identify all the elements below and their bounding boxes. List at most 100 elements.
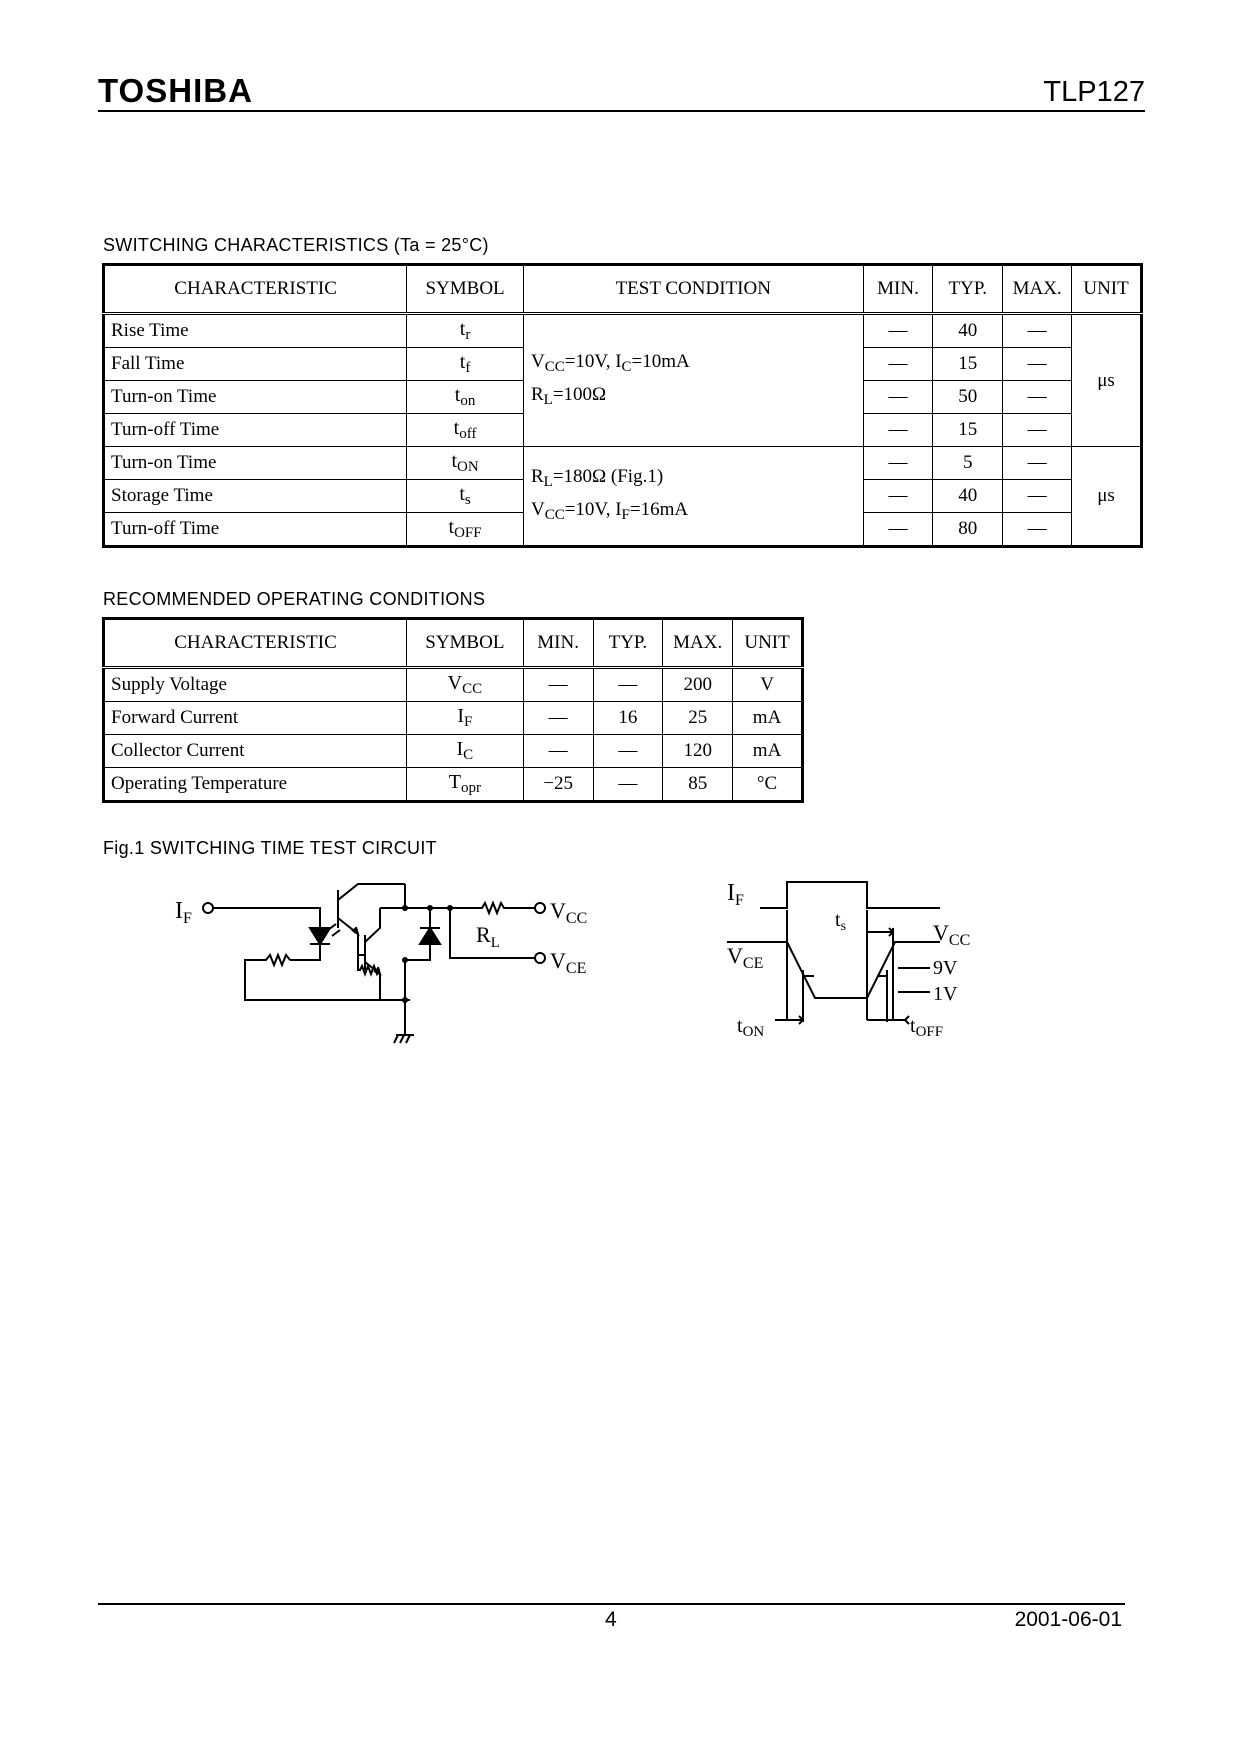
table-header: CHARACTERISTIC SYMBOL TEST CONDITION MIN…: [102, 264, 1142, 314]
timing-if-label: IF: [727, 880, 744, 909]
col-header: MAX.: [662, 618, 734, 668]
figure-title: Fig.1 SWITCHING TIME TEST CIRCUIT: [103, 838, 437, 858]
ground-icon: [393, 1034, 414, 1044]
timing-vce-label: VCE: [727, 943, 763, 972]
switching-table: CHARACTERISTIC SYMBOL TEST CONDITION MIN…: [102, 263, 1143, 548]
vcc-terminal: [534, 902, 546, 914]
ton-arrow: [775, 1015, 805, 1025]
col-header: UNIT: [732, 618, 803, 668]
level-lines: [898, 967, 930, 993]
table-row: Forward Current IF — 16 25 mA: [103, 701, 803, 735]
load-resistor: [450, 900, 535, 916]
col-header: MIN.: [862, 264, 934, 314]
max-cell: —: [1002, 413, 1073, 447]
min-cell: —: [862, 479, 934, 513]
timing-ts-label: ts: [835, 909, 846, 934]
table-row: Collector Current IC — — 120 mA: [103, 734, 803, 768]
symbol-cell: IC: [405, 734, 524, 768]
max-cell: —: [1002, 479, 1073, 513]
ton-marker: [802, 970, 814, 1022]
circuit-rl-label: RL: [476, 922, 500, 951]
typ-cell: 15: [932, 347, 1004, 381]
unit-cell: μs: [1071, 313, 1142, 447]
typ-cell: 5: [932, 446, 1004, 480]
toff-marker: [877, 970, 888, 1022]
typ-cell: —: [592, 734, 664, 768]
min-cell: —: [862, 413, 934, 447]
min-cell: —: [522, 734, 594, 768]
footer-rule: [98, 1603, 1125, 1605]
unit-cell: °C: [732, 767, 803, 802]
max-cell: 120: [662, 734, 734, 768]
table-row: Storage Time ts — 40 —: [102, 479, 1142, 513]
typ-cell: 16: [592, 701, 664, 735]
typ-cell: 40: [932, 479, 1004, 513]
typ-cell: 40: [932, 313, 1004, 348]
col-header: SYMBOL: [406, 264, 524, 314]
test-condition-1: VCC=10V, IC=10mA RL=100Ω: [522, 313, 864, 447]
typ-cell: 50: [932, 380, 1004, 414]
part-number: TLP127: [1043, 76, 1145, 108]
vce-waveform: [727, 941, 940, 999]
input-terminal: [202, 902, 214, 914]
max-cell: 85: [662, 767, 734, 802]
characteristic-cell: Storage Time: [102, 479, 408, 513]
col-header: SYMBOL: [405, 618, 524, 668]
min-cell: −25: [522, 767, 594, 802]
symbol-cell: toff: [406, 413, 524, 447]
symbol-cell: VCC: [405, 667, 524, 702]
timing-ton-label: tON: [737, 1015, 764, 1040]
symbol-cell: IF: [405, 701, 524, 735]
transistor-icon: [337, 883, 370, 955]
circuit-vce-label: VCE: [550, 948, 586, 977]
led-icon: [290, 923, 341, 961]
table-row: Turn-off Time tOFF — 80 —: [102, 512, 1142, 547]
timing-1v-label: 1V: [933, 983, 958, 1005]
header-rule: [98, 110, 1145, 112]
characteristic-cell: Collector Current: [103, 734, 407, 768]
test-circuit-diagram: IF: [175, 883, 587, 1044]
characteristic-cell: Turn-off Time: [102, 413, 408, 447]
table-row: Fall Time tf — 15 —: [102, 347, 1142, 381]
base-resistor: [357, 955, 380, 977]
circuit-if-label: IF: [175, 898, 192, 927]
recommended-table: CHARACTERISTIC SYMBOL MIN. TYP. MAX. UNI…: [102, 617, 804, 803]
switching-title: SWITCHING CHARACTERISTICS (Ta = 25°C): [103, 235, 489, 255]
unit-cell: mA: [732, 701, 803, 735]
col-header: UNIT: [1071, 264, 1142, 314]
characteristic-cell: Rise Time: [102, 313, 408, 348]
unit-cell: mA: [732, 734, 803, 768]
transistor-icon: [358, 883, 405, 1000]
timing-toff-label: tOFF: [910, 1015, 943, 1040]
timing-9v-label: 9V: [933, 957, 958, 979]
vce-terminal: [534, 952, 546, 964]
symbol-cell: tON: [406, 446, 524, 480]
timing-vcc-label: VCC: [933, 920, 970, 949]
col-header: MIN.: [522, 618, 594, 668]
table-header: CHARACTERISTIC SYMBOL MIN. TYP. MAX. UNI…: [103, 618, 803, 668]
max-cell: 25: [662, 701, 734, 735]
symbol-cell: Topr: [405, 767, 524, 802]
characteristic-cell: Turn-on Time: [102, 380, 408, 414]
max-cell: 200: [662, 667, 734, 702]
table-row: Rise Time tr VCC=10V, IC=10mA RL=100Ω — …: [102, 313, 1142, 447]
max-cell: —: [1002, 446, 1073, 480]
symbol-cell: tOFF: [406, 512, 524, 547]
min-cell: —: [862, 380, 934, 414]
input-wire: [213, 907, 321, 928]
document-date: 2001-06-01: [1014, 1608, 1122, 1631]
table-row: Turn-on Time tON RL=180Ω (Fig.1) VCC=10V…: [102, 446, 1142, 547]
min-cell: —: [862, 512, 934, 547]
diode-icon: [405, 908, 442, 961]
vce-wire: [449, 908, 535, 959]
circuit-vcc-label: VCC: [550, 898, 587, 927]
unit-cell: μs: [1071, 446, 1142, 547]
min-cell: —: [862, 347, 934, 381]
symbol-cell: tf: [406, 347, 524, 381]
min-cell: —: [862, 446, 934, 480]
characteristic-cell: Fall Time: [102, 347, 408, 381]
col-header: CHARACTERISTIC: [103, 618, 407, 668]
page-number: 4: [605, 1608, 617, 1631]
max-cell: —: [1002, 380, 1073, 414]
typ-cell: —: [592, 767, 664, 802]
